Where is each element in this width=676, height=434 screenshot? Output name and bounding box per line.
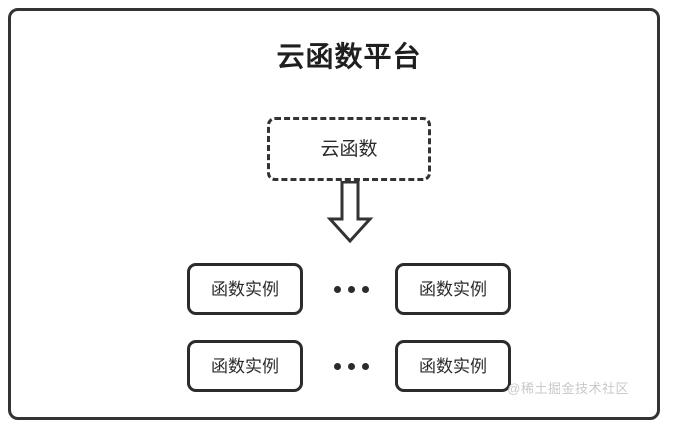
cloud-function-platform-frame: 云函数平台 云函数 函数实例 函数实例 函数实例 [8, 8, 660, 420]
down-arrow-icon [324, 180, 376, 244]
ellipsis-dot [361, 362, 369, 370]
cloud-function-node: 云函数 [267, 117, 431, 181]
function-instance-label: 函数实例 [211, 356, 279, 376]
ellipsis-dot [361, 285, 369, 293]
ellipsis-dot [333, 285, 341, 293]
ellipsis-icon [323, 340, 379, 392]
function-instance-row-1: 函数实例 函数实例 [11, 263, 676, 315]
function-instance-label: 函数实例 [419, 279, 487, 299]
function-instance-label: 函数实例 [211, 279, 279, 299]
function-instance-row-2: 函数实例 函数实例 [11, 340, 676, 392]
function-instance-box: 函数实例 [187, 340, 303, 392]
function-instance-box: 函数实例 [395, 340, 511, 392]
ellipsis-icon [323, 263, 379, 315]
page-title: 云函数平台 [276, 41, 422, 72]
function-instance-label: 函数实例 [419, 356, 487, 376]
ellipsis-dot [333, 362, 341, 370]
ellipsis-dot [347, 362, 355, 370]
function-instance-box: 函数实例 [187, 263, 303, 315]
ellipsis-dot [347, 285, 355, 293]
watermark: @稀土掘金技术社区 [507, 381, 629, 396]
cloud-function-label: 云函数 [320, 138, 378, 160]
function-instance-box: 函数实例 [395, 263, 511, 315]
